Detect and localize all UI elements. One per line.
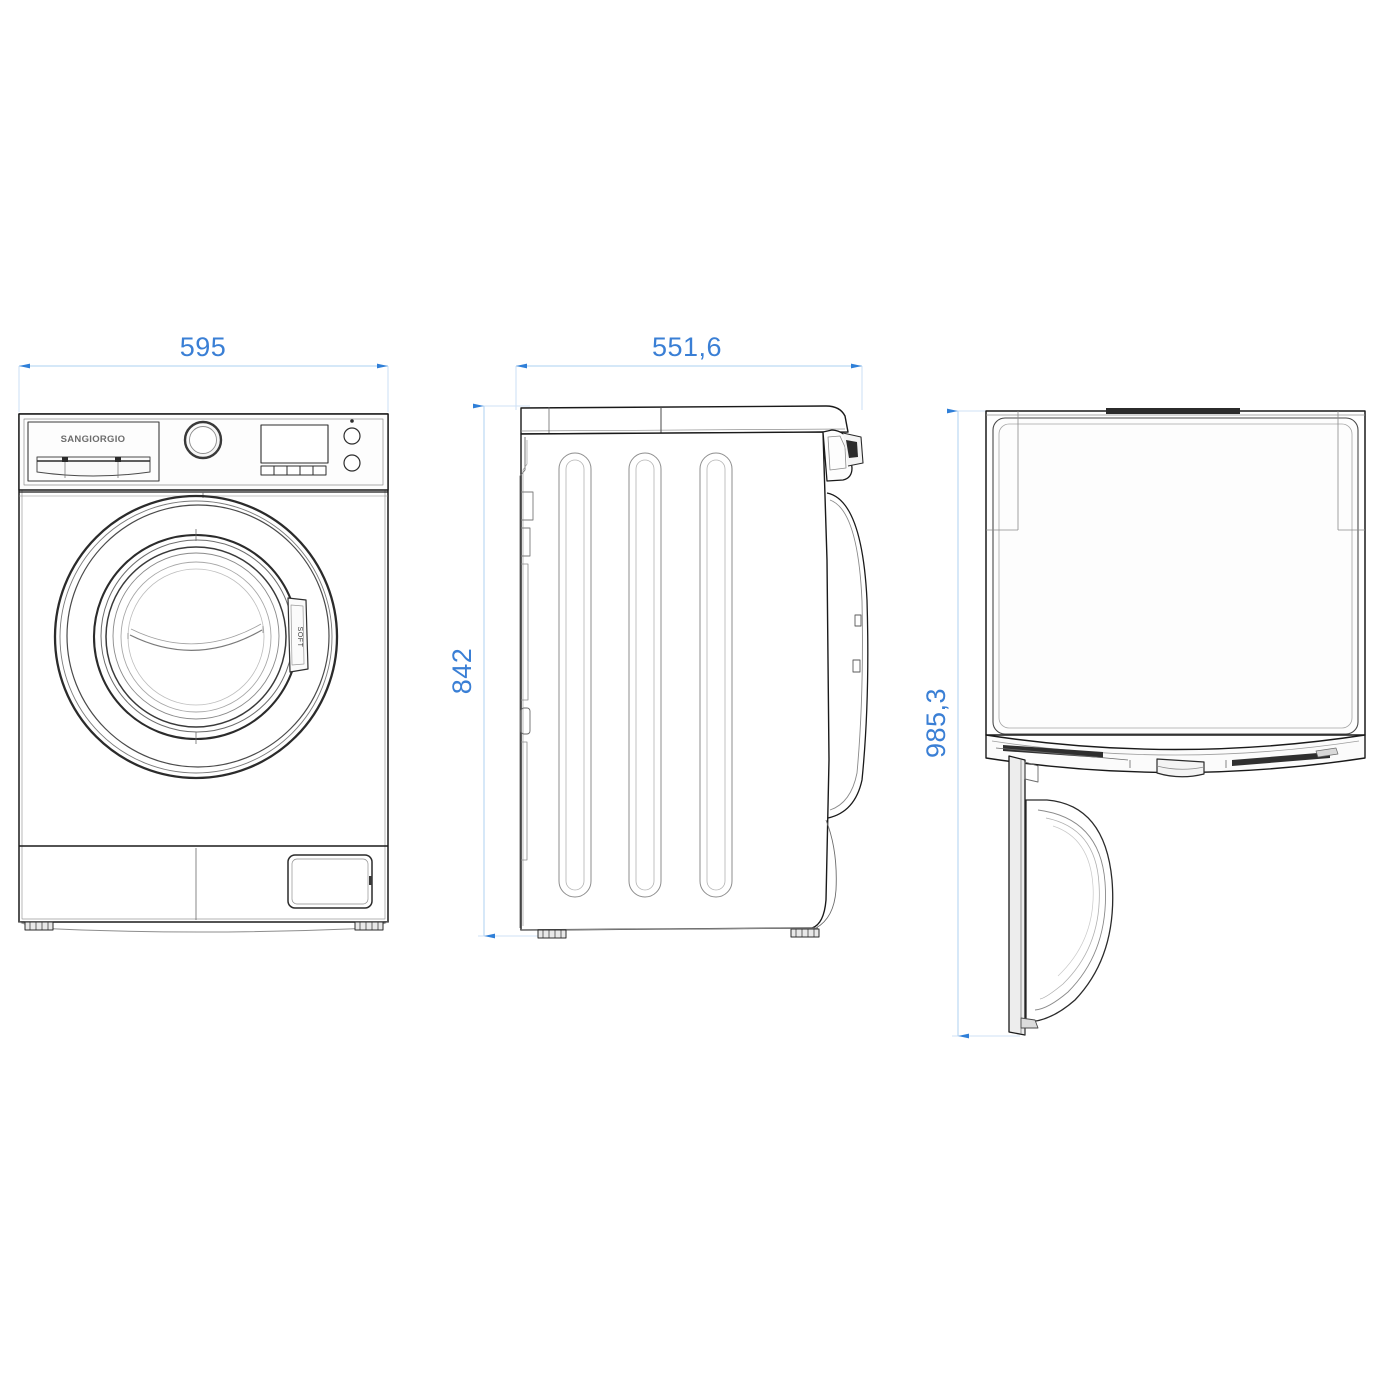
fascia-display-strip[interactable] — [1232, 752, 1330, 766]
side-rear-skirt — [815, 819, 837, 929]
door-bezel-step — [66, 504, 330, 768]
control-panel-inner-edge — [23, 418, 384, 486]
option-button-2[interactable] — [273, 465, 288, 476]
foot-rear — [790, 928, 820, 938]
adjustable-feet-side — [537, 928, 820, 939]
side-door-handle-notch-upper — [854, 614, 862, 627]
brand-logo: SANGIORGIO — [61, 434, 126, 445]
fascia-drawer-strip[interactable] — [1003, 745, 1103, 758]
door-gasket-ring-inner — [112, 552, 280, 720]
side-view — [519, 405, 869, 939]
side-hinge-recess-lower — [521, 527, 531, 557]
digital-display — [260, 424, 329, 464]
drawer-notch-left — [62, 457, 68, 462]
side-panel-shoulder-lower — [521, 741, 528, 861]
rib-3-outer — [699, 452, 733, 898]
side-panel-shoulder — [521, 563, 529, 701]
rear-hinge-strip — [1106, 408, 1240, 414]
rib-2-outer — [628, 452, 662, 898]
worktop-inset — [992, 417, 1359, 735]
side-door-outer-profile — [826, 492, 869, 819]
detergent-drawer-profile-inner — [827, 435, 847, 471]
detergent-drawer-front[interactable] — [36, 456, 151, 477]
dimension-label-height: 842 — [447, 648, 477, 695]
side-top-lid-edge — [520, 428, 846, 432]
power-button[interactable] — [343, 454, 361, 472]
foot-right — [354, 921, 384, 931]
side-plinth-line — [520, 927, 819, 931]
dimension-label-door-open: 985,3 — [921, 688, 951, 758]
side-top-lid — [520, 405, 849, 435]
fascia-button-projection[interactable] — [1315, 747, 1339, 758]
door-glass-bowl-inner — [1052, 825, 1094, 977]
door-glass — [120, 561, 272, 713]
option-buttons[interactable] — [260, 465, 327, 476]
side-door-inner-profile — [829, 499, 863, 811]
dimension-label-width: 595 — [180, 332, 227, 362]
side-panel-ribs — [558, 452, 733, 898]
drawer-grip-icon — [846, 440, 858, 458]
fascia-drawer-seam — [995, 747, 1129, 761]
drum-lip-curve — [129, 629, 263, 651]
front-view: SANGIORGIO — [18, 413, 389, 933]
rib-2-inner — [635, 459, 655, 891]
rib-3-inner — [706, 459, 726, 891]
program-knob-top-projection[interactable] — [1156, 758, 1205, 778]
front-fascia-curve — [985, 734, 1366, 774]
door-gasket-ring — [105, 546, 287, 728]
side-door-handle-notch-lower — [852, 659, 861, 673]
front-fascia-highlight — [991, 740, 1360, 756]
top-view-door-open — [985, 408, 1366, 1036]
filter-access-hatch[interactable] — [287, 854, 373, 909]
dimension-height-842: 842 — [447, 403, 545, 939]
door-bellows-rim — [1034, 809, 1106, 1011]
door-hinge-bracket — [1024, 761, 1039, 783]
door-handle-inset — [290, 604, 305, 666]
door-outer-bezel — [53, 494, 339, 780]
dimension-width-595: 595 — [18, 332, 389, 412]
option-button-3[interactable] — [286, 465, 301, 476]
front-plinth-curve — [18, 921, 389, 933]
rib-1-inner — [565, 459, 585, 891]
adjustable-feet-front — [24, 921, 384, 931]
hatch-latch-icon — [369, 876, 373, 885]
start-indicator-led-icon — [350, 419, 354, 423]
open-door-panel[interactable] — [1008, 755, 1026, 1036]
porthole-door[interactable]: SOFT — [53, 494, 339, 780]
side-front-edge-profile-2 — [522, 440, 528, 926]
side-latch-recess — [520, 707, 531, 735]
option-button-1[interactable] — [260, 465, 275, 476]
knob-inner-face — [189, 426, 217, 454]
door-glass-bowl — [1039, 817, 1100, 1000]
side-cabinet-body — [520, 431, 830, 931]
detergent-drawer-housing[interactable] — [27, 421, 160, 482]
foot-front — [537, 929, 567, 939]
rib-1-outer — [558, 452, 592, 898]
program-knob-projection-line — [1156, 765, 1205, 770]
drum-lip-curve-shadow — [130, 623, 262, 645]
start-button[interactable] — [343, 427, 361, 445]
dimension-door-open-985-3: 985,3 — [921, 408, 1020, 1039]
side-front-edge-profile — [519, 437, 526, 928]
option-button-5[interactable] — [312, 465, 327, 476]
foot-left — [24, 921, 54, 931]
dimension-depth-551-6: 551,6 — [515, 332, 863, 410]
door-bellows — [1025, 799, 1114, 1023]
dimension-label-depth: 551,6 — [652, 332, 722, 362]
worktop-inset-inner — [998, 423, 1353, 729]
option-button-4[interactable] — [299, 465, 314, 476]
side-hinge-recess-upper — [521, 491, 534, 521]
drawer-notch-right — [115, 457, 121, 462]
filter-access-hatch-inner — [291, 858, 369, 905]
door-handle-label: SOFT — [296, 626, 303, 647]
door-latch-icon — [1020, 1017, 1039, 1029]
door-bezel-highlight — [59, 500, 333, 774]
